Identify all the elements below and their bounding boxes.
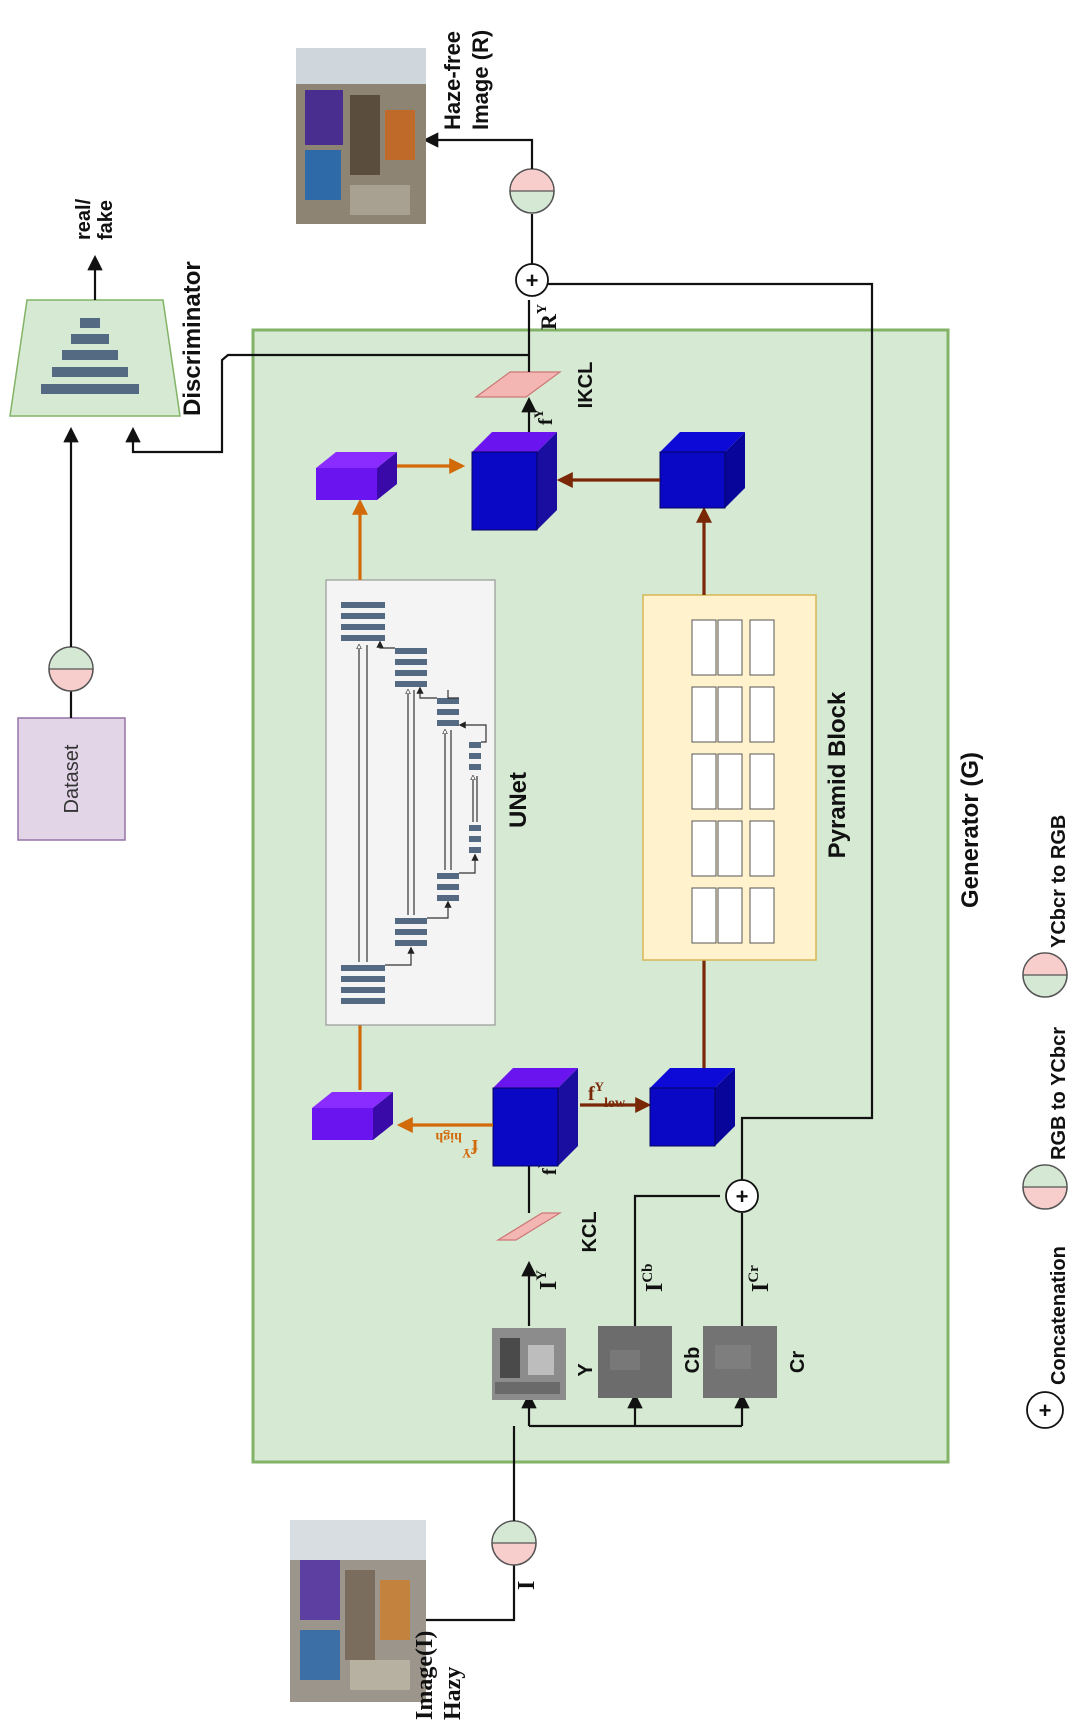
discriminator-label: Discriminator — [179, 261, 206, 416]
rgb-to-ycbcr-icon — [492, 1521, 536, 1565]
R-Y-label: RY — [535, 304, 561, 330]
kcl-label: KCL — [579, 1211, 601, 1252]
svg-text:YCbcr to RGB: YCbcr to RGB — [1048, 815, 1070, 948]
svg-text:+: + — [526, 268, 539, 293]
high-freq-slab-in — [312, 1092, 393, 1140]
feature-cube-input — [493, 1068, 578, 1166]
pyramid-cells — [692, 620, 774, 943]
channel-Cb-label: Cb — [682, 1347, 704, 1374]
legend-ycbcr-to-rgb: YCbcr to RGB — [1023, 815, 1070, 997]
concatenation-plus-icon: + — [726, 1180, 758, 1212]
concatenation-plus-icon: + — [516, 264, 548, 296]
rgb-to-ycbcr-icon — [49, 647, 93, 691]
input-I-label: I — [514, 1581, 540, 1590]
hazy-image-thumbnail — [290, 1520, 426, 1702]
low-freq-cube-in — [650, 1068, 735, 1146]
real-fake-label: real/ fake — [73, 193, 117, 240]
pyramid-block-label: Pyramid Block — [824, 691, 851, 858]
channel-Cb-image — [598, 1326, 672, 1398]
high-freq-slab-out — [316, 452, 397, 500]
channel-Cr-label: Cr — [787, 1351, 809, 1373]
svg-text:+: + — [736, 1184, 749, 1209]
svg-text:+: + — [1039, 1398, 1052, 1423]
channel-Cr-image — [703, 1326, 777, 1398]
low-freq-cube-out — [660, 432, 745, 508]
feature-cube-output — [472, 432, 557, 530]
legend-rgb-to-ycbcr: RGB to YCbcr — [1023, 1027, 1070, 1209]
hazy-image-label: Hazy Image(I) — [412, 1631, 466, 1720]
haze-free-image-thumbnail — [296, 48, 426, 224]
channel-Y-label: Y — [575, 1363, 597, 1377]
dataset-label: Dataset — [61, 744, 83, 813]
svg-text:RGB to YCbcr: RGB to YCbcr — [1048, 1027, 1070, 1160]
ycbcr-to-rgb-icon — [510, 169, 554, 213]
channel-Y-image — [492, 1328, 566, 1400]
generator-label: Generator (G) — [957, 752, 984, 908]
haze-free-image-label: Haze-free Image (R) — [440, 25, 493, 130]
svg-text:Concatenation: Concatenation — [1048, 1246, 1070, 1385]
unet-label: UNet — [505, 772, 532, 828]
legend-concatenation: + Concatenation — [1027, 1246, 1070, 1428]
ikcl-label: IKCL — [575, 362, 597, 409]
